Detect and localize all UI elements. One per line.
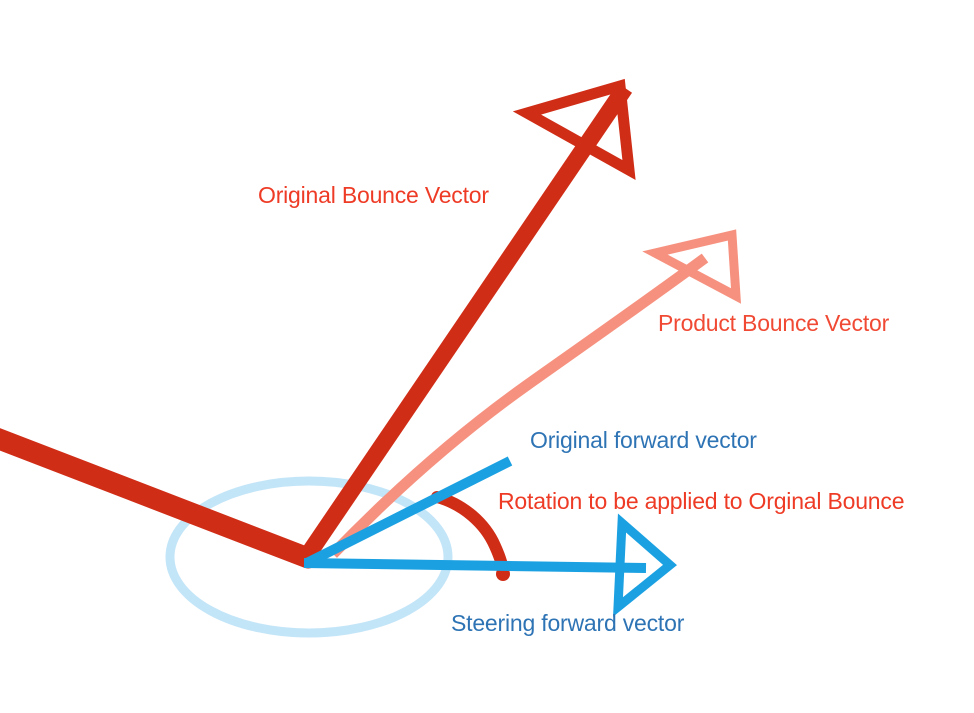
original-bounce-label: Original Bounce Vector: [258, 182, 489, 208]
steering-forward-vector-line: [303, 558, 647, 573]
steering-forward-label: Steering forward vector: [451, 610, 685, 636]
rotation-label: Rotation to be applied to Orginal Bounce: [498, 488, 905, 514]
original-bounce-arrowhead: [512, 78, 636, 180]
product-bounce-arrowhead: [642, 229, 742, 304]
original-forward-label: Original forward vector: [530, 427, 757, 453]
product-bounce-label: Product Bounce Vector: [658, 310, 890, 336]
incoming-bounce-segment: [0, 428, 319, 569]
steering-forward-arrowhead: [613, 513, 677, 617]
original-forward-vector-line: [304, 456, 513, 568]
product-bounce-vector-line: [329, 253, 709, 558]
rotation-origin-ellipse: [165, 476, 453, 638]
original-bounce-vector-line: [297, 83, 633, 564]
